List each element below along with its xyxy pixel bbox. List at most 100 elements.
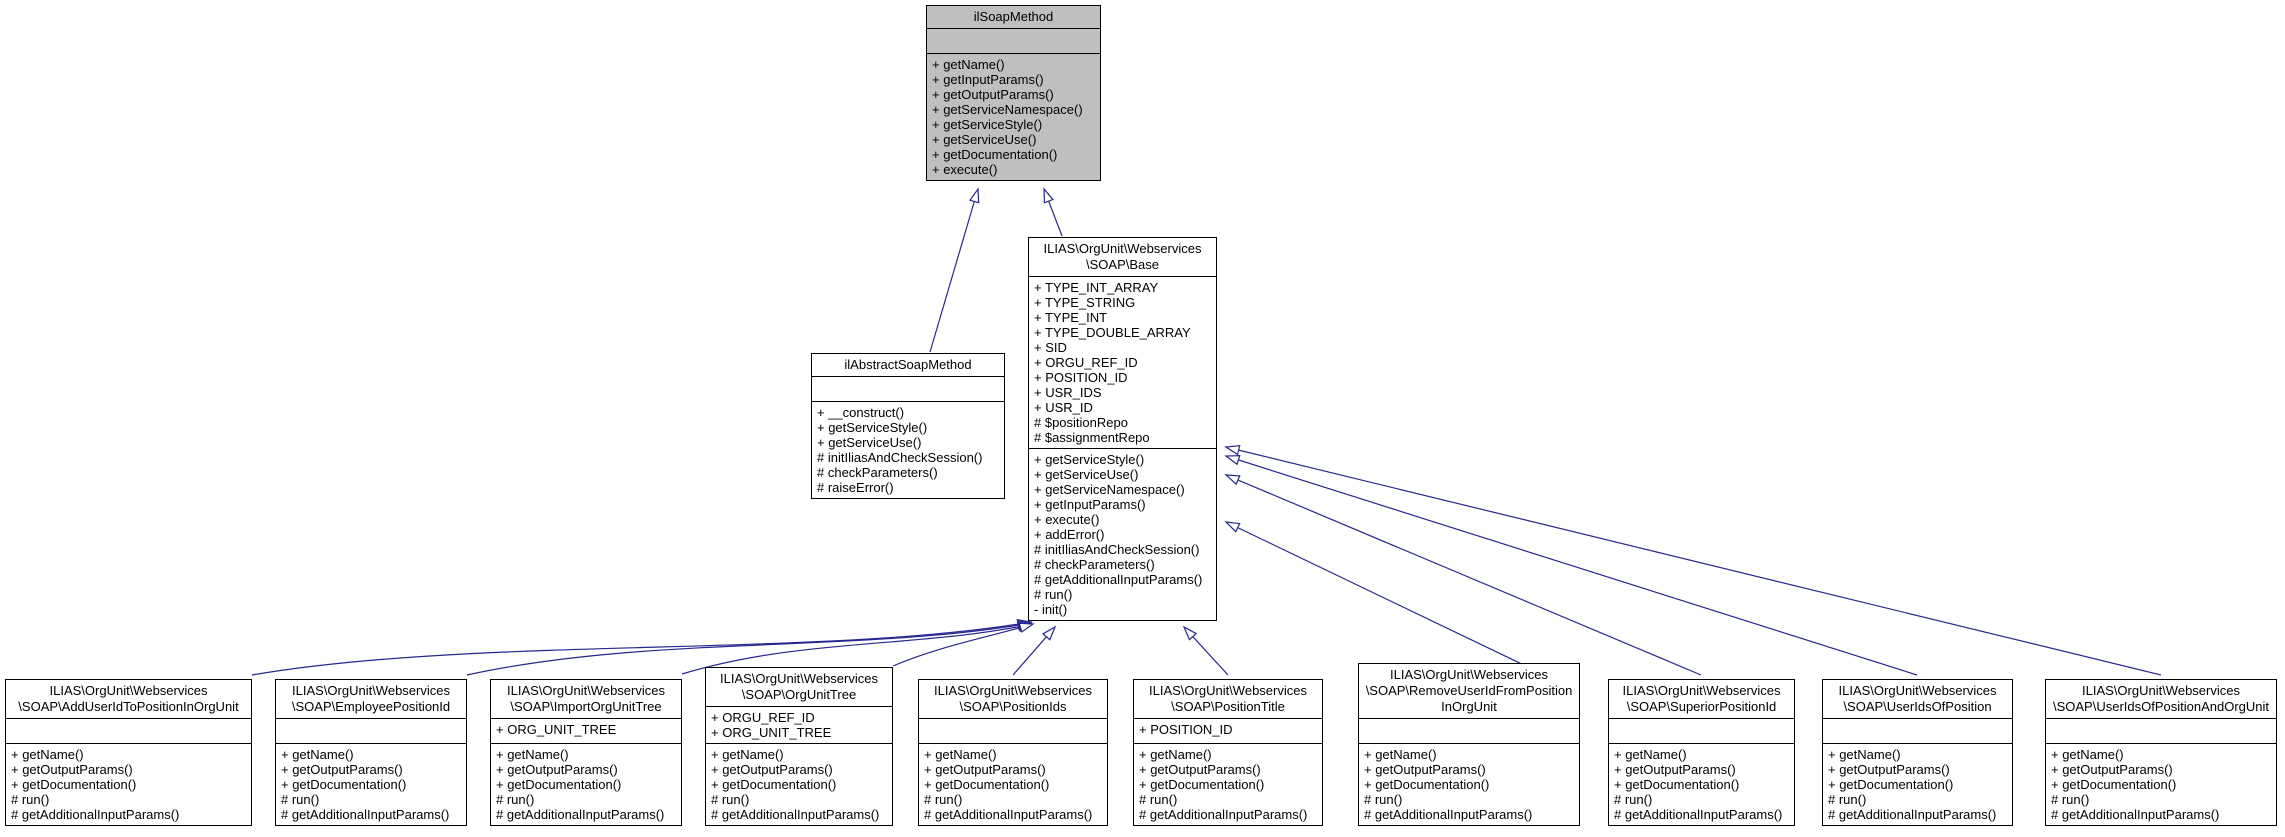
class-title-importorgunittree-line: ILIAS\OrgUnit\Webservices <box>507 683 665 698</box>
class-node-useridsofpositionandorgunit[interactable]: ILIAS\OrgUnit\Webservices\SOAP\UserIdsOf… <box>2045 679 2277 826</box>
class-methods-positionids-line: + getDocumentation() <box>924 777 1050 792</box>
class-methods-useridsofposition-line: + getOutputParams() <box>1828 762 1950 777</box>
class-methods-soap-base-line: + getServiceStyle() <box>1034 452 1145 467</box>
class-attributes-importorgunittree-line: + ORG_UNIT_TREE <box>496 722 617 737</box>
class-methods-soap-base-line: # getAdditionalInputParams() <box>1034 572 1203 587</box>
inheritance-edge-removeuseridfrompositioninorgunit-to-soap-base <box>1224 521 1531 669</box>
class-methods-importorgunittree-line: + getName() <box>496 747 569 762</box>
class-title-positiontitle: ILIAS\OrgUnit\Webservices\SOAP\PositionT… <box>1134 680 1322 718</box>
class-methods-positiontitle-line: + getDocumentation() <box>1139 777 1265 792</box>
class-title-importorgunittree: ILIAS\OrgUnit\Webservices\SOAP\ImportOrg… <box>491 680 681 718</box>
class-attributes-orgunittree: + ORGU_REF_ID+ ORG_UNIT_TREE <box>706 706 892 743</box>
class-node-ilsoapmethod[interactable]: ilSoapMethod + getName()+ getInputParams(… <box>926 5 1101 181</box>
class-node-importorgunittree[interactable]: ILIAS\OrgUnit\Webservices\SOAP\ImportOrg… <box>490 679 682 826</box>
inheritance-edge-useridsofposition-to-soap-base <box>1224 455 1918 676</box>
class-methods-removeuseridfrompositioninorgunit-line: + getOutputParams() <box>1364 762 1486 777</box>
class-methods-adduseridtopositioninorgunit: + getName()+ getOutputParams()+ getDocum… <box>6 743 251 825</box>
class-attributes-importorgunittree: + ORG_UNIT_TREE <box>491 718 681 743</box>
inheritance-edge-orgunittree-to-soap-base <box>892 622 1035 667</box>
class-title-importorgunittree-line: \SOAP\ImportOrgUnitTree <box>510 699 662 714</box>
class-node-positionids[interactable]: ILIAS\OrgUnit\Webservices\SOAP\PositionI… <box>918 679 1108 826</box>
inheritance-edge-employeepositionid-to-soap-base <box>466 620 1033 676</box>
class-methods-positiontitle-line: # getAdditionalInputParams() <box>1139 807 1308 822</box>
class-title-ilsoapmethod: ilSoapMethod <box>927 6 1100 28</box>
class-attributes-soap-base-line: + ORGU_REF_ID <box>1034 355 1138 370</box>
class-methods-soap-base-line: + getServiceNamespace() <box>1034 482 1185 497</box>
class-attributes-ilsoapmethod <box>927 28 1100 53</box>
class-methods-positiontitle-line: + getName() <box>1139 747 1212 762</box>
class-title-orgunittree-line: ILIAS\OrgUnit\Webservices <box>720 671 878 686</box>
class-title-useridsofpositionandorgunit: ILIAS\OrgUnit\Webservices\SOAP\UserIdsOf… <box>2046 680 2276 718</box>
class-title-superiorpositionid-line: ILIAS\OrgUnit\Webservices <box>1622 683 1781 698</box>
class-methods-employeepositionid-line: + getOutputParams() <box>281 762 403 777</box>
class-title-orgunittree-line: \SOAP\OrgUnitTree <box>741 687 857 702</box>
class-title-positionids: ILIAS\OrgUnit\Webservices\SOAP\PositionI… <box>919 680 1107 718</box>
class-methods-orgunittree-line: + getDocumentation() <box>711 777 837 792</box>
class-methods-employeepositionid-line: + getDocumentation() <box>281 777 407 792</box>
class-methods-superiorpositionid-line: + getName() <box>1614 747 1687 762</box>
class-title-superiorpositionid: ILIAS\OrgUnit\Webservices\SOAP\SuperiorP… <box>1609 680 1794 718</box>
class-methods-useridsofpositionandorgunit-line: # run() <box>2051 792 2090 807</box>
class-methods-importorgunittree-line: # run() <box>496 792 535 807</box>
class-title-ilabstractsoapmethod: ilAbstractSoapMethod <box>812 354 1004 376</box>
class-node-adduseridtopositioninorgunit[interactable]: ILIAS\OrgUnit\Webservices\SOAP\AddUserId… <box>5 679 252 826</box>
class-node-employeepositionid[interactable]: ILIAS\OrgUnit\Webservices\SOAP\EmployeeP… <box>275 679 467 826</box>
inheritance-edge-adduseridtopositioninorgunit-to-soap-base <box>251 619 1033 676</box>
class-methods-removeuseridfrompositioninorgunit-line: # run() <box>1364 792 1403 807</box>
class-node-useridsofposition[interactable]: ILIAS\OrgUnit\Webservices\SOAP\UserIdsOf… <box>1822 679 2013 826</box>
class-methods-importorgunittree-line: + getDocumentation() <box>496 777 622 792</box>
class-node-removeuseridfrompositioninorgunit[interactable]: ILIAS\OrgUnit\Webservices\SOAP\RemoveUse… <box>1358 663 1580 826</box>
class-attributes-ilabstractsoapmethod <box>812 376 1004 401</box>
class-methods-useridsofpositionandorgunit-line: # getAdditionalInputParams() <box>2051 807 2220 822</box>
class-methods-positionids: + getName()+ getOutputParams()+ getDocum… <box>919 743 1107 825</box>
inheritance-edge-superiorpositionid-to-soap-base <box>1224 474 1702 676</box>
class-attributes-soap-base-line: + TYPE_INT <box>1034 310 1108 325</box>
class-node-positiontitle[interactable]: ILIAS\OrgUnit\Webservices\SOAP\PositionT… <box>1133 679 1323 826</box>
class-title-removeuseridfrompositioninorgunit-line: InOrgUnit <box>1441 699 1497 714</box>
inheritance-edge-positiontitle-to-soap-base <box>1182 625 1229 676</box>
class-methods-ilsoapmethod: + getName()+ getInputParams()+ getOutput… <box>927 53 1100 180</box>
class-attributes-orgunittree-line: + ORGU_REF_ID <box>711 710 815 725</box>
class-title-employeepositionid-line: \SOAP\EmployeePositionId <box>291 699 451 714</box>
class-methods-ilsoapmethod-line: + getInputParams() <box>932 72 1044 87</box>
class-methods-useridsofposition-line: + getDocumentation() <box>1828 777 1954 792</box>
inheritance-edge-soap-base-to-ilsoapmethod <box>1043 187 1063 237</box>
class-methods-positionids-line: # run() <box>924 792 963 807</box>
class-methods-ilabstractsoapmethod-line: + __construct() <box>817 405 905 420</box>
class-methods-adduseridtopositioninorgunit-line: # run() <box>11 792 50 807</box>
class-methods-superiorpositionid-line: + getDocumentation() <box>1614 777 1740 792</box>
class-methods-ilabstractsoapmethod-line: + getServiceStyle() <box>817 420 928 435</box>
class-attributes-soap-base-line: # $positionRepo <box>1034 415 1128 430</box>
class-methods-adduseridtopositioninorgunit-line: + getOutputParams() <box>11 762 133 777</box>
class-attributes-positiontitle: + POSITION_ID <box>1134 718 1322 743</box>
class-methods-orgunittree-line: # run() <box>711 792 750 807</box>
class-methods-orgunittree-line: + getOutputParams() <box>711 762 833 777</box>
class-methods-ilsoapmethod-line: + execute() <box>932 162 998 177</box>
class-title-employeepositionid-line: ILIAS\OrgUnit\Webservices <box>292 683 450 698</box>
class-methods-useridsofpositionandorgunit-line: + getDocumentation() <box>2051 777 2177 792</box>
class-methods-ilsoapmethod-line: + getServiceUse() <box>932 132 1037 147</box>
class-node-soap-base[interactable]: ILIAS\OrgUnit\Webservices\SOAP\Base+ TYP… <box>1028 237 1217 621</box>
class-title-useridsofposition-line: \SOAP\UserIdsOfPosition <box>1843 699 1992 714</box>
class-node-ilabstractsoapmethod[interactable]: ilAbstractSoapMethod+ __construct()+ get… <box>811 353 1005 499</box>
class-node-superiorpositionid[interactable]: ILIAS\OrgUnit\Webservices\SOAP\SuperiorP… <box>1608 679 1795 826</box>
class-methods-orgunittree-line: + getName() <box>711 747 784 762</box>
class-methods-soap-base-line: + execute() <box>1034 512 1100 527</box>
class-attributes-soap-base-line: # $assignmentRepo <box>1034 430 1150 445</box>
class-title-positiontitle-line: ILIAS\OrgUnit\Webservices <box>1149 683 1307 698</box>
class-methods-superiorpositionid-line: + getOutputParams() <box>1614 762 1736 777</box>
class-title-superiorpositionid-line: \SOAP\SuperiorPositionId <box>1626 699 1777 714</box>
class-node-orgunittree[interactable]: ILIAS\OrgUnit\Webservices\SOAP\OrgUnitTr… <box>705 667 893 826</box>
class-methods-soap-base-line: + getServiceUse() <box>1034 467 1139 482</box>
class-methods-ilabstractsoapmethod-line: + getServiceUse() <box>817 435 922 450</box>
class-methods-superiorpositionid-line: # getAdditionalInputParams() <box>1614 807 1783 822</box>
class-methods-superiorpositionid-line: # run() <box>1614 792 1653 807</box>
class-methods-positiontitle-line: # run() <box>1139 792 1178 807</box>
class-methods-positiontitle: + getName()+ getOutputParams()+ getDocum… <box>1134 743 1322 825</box>
class-methods-ilabstractsoapmethod: + __construct()+ getServiceStyle()+ getS… <box>812 401 1004 498</box>
class-title-positionids-line: ILIAS\OrgUnit\Webservices <box>934 683 1092 698</box>
class-attributes-orgunittree-line: + ORG_UNIT_TREE <box>711 725 832 740</box>
class-methods-soap-base-line: # checkParameters() <box>1034 557 1155 572</box>
